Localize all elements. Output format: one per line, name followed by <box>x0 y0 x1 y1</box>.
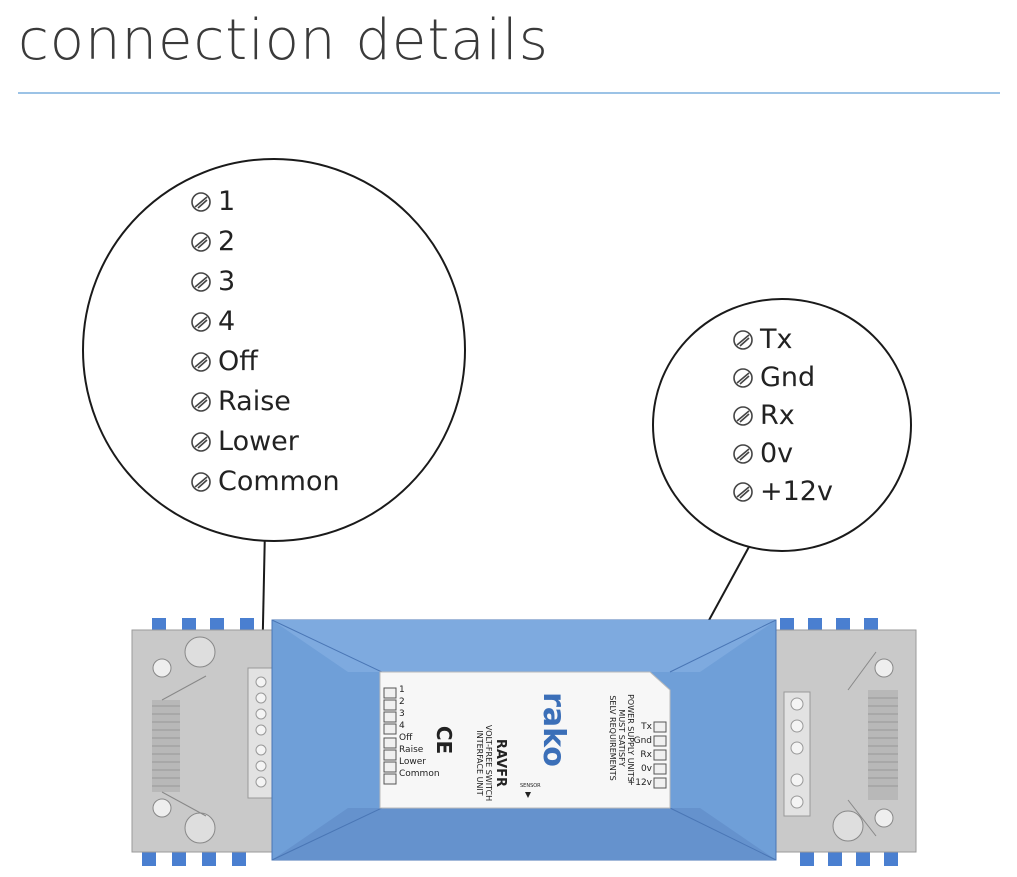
left-terminal-label: 4 <box>218 306 236 337</box>
right-terminal-label: Gnd <box>760 362 816 393</box>
left-terminal: 4 <box>190 306 235 337</box>
device-label <box>379 671 671 809</box>
brand-logo: rako <box>535 692 571 767</box>
label-right-terminals <box>653 721 667 789</box>
left-terminal: 2 <box>190 226 235 257</box>
left-terminal-callout <box>82 158 466 542</box>
right-terminal: Tx <box>732 324 792 355</box>
left-bottom-screw <box>184 812 216 844</box>
screw-terminal-icon <box>191 391 211 412</box>
left-terminal-label: Lower <box>218 426 299 457</box>
screw-terminal-icon <box>191 191 211 212</box>
left-terminal: 3 <box>190 266 235 297</box>
screw-terminal-icon <box>191 351 211 372</box>
left-terminal: Lower <box>190 426 299 457</box>
page-title: connection details <box>18 8 549 73</box>
right-terminal-label: +12v <box>760 476 833 507</box>
screw-terminal-icon <box>191 271 211 292</box>
right-terminal-label: Rx <box>760 400 795 431</box>
left-terminal-label: 2 <box>218 226 236 257</box>
screw-terminal-icon <box>733 329 753 350</box>
left-terminal: Common <box>190 466 340 497</box>
sensor-arrow <box>525 792 531 798</box>
screw-terminal-icon <box>733 481 753 502</box>
ce-mark: CE <box>432 725 457 755</box>
right-terminal: Gnd <box>732 362 815 393</box>
screw-terminal-icon <box>733 443 753 464</box>
left-terminal-label: 3 <box>218 266 236 297</box>
screw-terminal-icon <box>733 405 753 426</box>
left-terminal-label: Common <box>218 466 340 497</box>
screw-terminal-icon <box>191 231 211 252</box>
left-terminal: Off <box>190 346 258 377</box>
right-terminal-callout <box>652 298 912 552</box>
screw-terminal-icon <box>191 471 211 492</box>
right-terminal: +12v <box>732 476 833 507</box>
label-left-terminal-names: 1 2 3 4 Off Raise Lower Common <box>399 685 440 779</box>
left-terminal: 1 <box>190 186 235 217</box>
left-top-screw <box>184 636 216 668</box>
right-terminal-label: Tx <box>760 324 793 355</box>
right-bottom-screw <box>832 810 864 842</box>
label-right-terminal-names: Tx Gnd Rx 0v +12v <box>627 722 652 788</box>
bottom-tabs <box>142 852 898 866</box>
psu-notice: POWER SUPPLY UNITS MUST SATISFY SELV REQ… <box>608 694 635 782</box>
title-divider <box>18 92 1000 94</box>
top-tabs <box>152 618 878 632</box>
left-terminal-label: Off <box>218 346 258 377</box>
screw-terminal-icon <box>191 311 211 332</box>
label-left-terminals <box>383 687 397 785</box>
sensor-label: SENSOR <box>520 783 541 789</box>
device-description: RAVFR VOLT-FREE SWITCH INTERFACE UNIT <box>475 724 508 802</box>
right-terminal: 0v <box>732 438 793 469</box>
left-terminal: Raise <box>190 386 291 417</box>
screw-terminal-icon <box>191 431 211 452</box>
screw-terminal-icon <box>733 367 753 388</box>
right-terminal-label: 0v <box>760 438 794 469</box>
left-terminal-label: 1 <box>218 186 236 217</box>
left-terminal-label: Raise <box>218 386 291 417</box>
right-terminal: Rx <box>732 400 795 431</box>
